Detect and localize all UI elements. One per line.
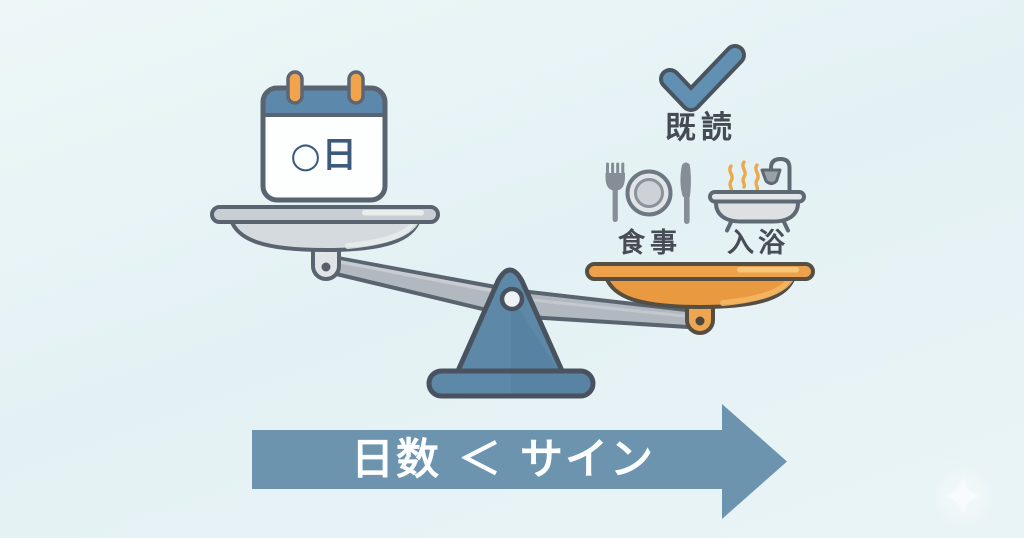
fork-icon xyxy=(605,162,625,222)
read-receipt-label: 既読 xyxy=(665,110,737,146)
fulcrum xyxy=(426,267,596,399)
steam-icon xyxy=(728,160,760,193)
right-pan xyxy=(585,262,815,335)
tub-feet xyxy=(725,220,790,233)
pivot-pin xyxy=(499,286,525,312)
meal-label: 食事 xyxy=(618,228,682,259)
calendar-date-label: ○日 xyxy=(290,136,358,176)
calendar-icon xyxy=(260,70,388,203)
right-arrow-banner xyxy=(252,404,787,519)
shower-pipe xyxy=(769,156,792,195)
left-pan xyxy=(210,205,440,281)
plate-icon xyxy=(625,169,673,217)
shower-head xyxy=(760,168,782,185)
meal-icon xyxy=(605,162,691,224)
calendar-ring-left xyxy=(286,70,304,105)
knife-icon xyxy=(680,162,691,224)
bath-label: 入浴 xyxy=(727,228,789,259)
calendar-ring-right xyxy=(347,70,365,105)
banner-text: 日数 ＜ サイン xyxy=(351,435,655,485)
left-rivet xyxy=(321,262,331,272)
tub-rim xyxy=(708,190,806,204)
right-rivet xyxy=(695,316,705,326)
checkmark-icon xyxy=(659,44,746,112)
bathtub-shower-icon xyxy=(708,156,806,233)
tub-body xyxy=(714,199,800,224)
sparkle-icon xyxy=(937,470,989,522)
